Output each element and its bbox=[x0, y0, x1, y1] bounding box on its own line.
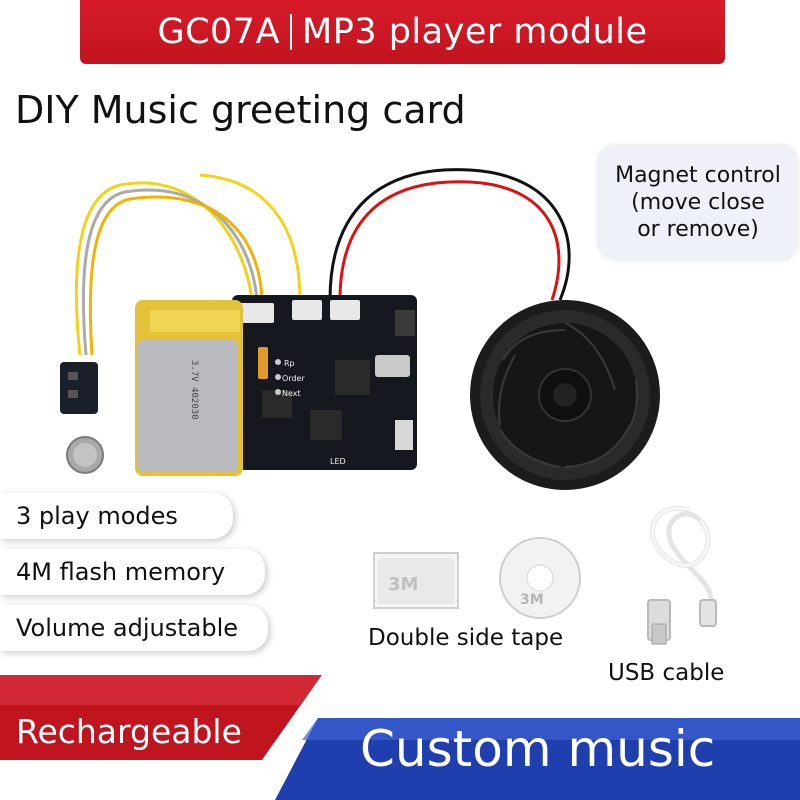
feature-flash-memory: 4M flash memory bbox=[0, 549, 265, 595]
rechargeable-label: Rechargeable bbox=[16, 712, 242, 751]
magnet-callout: Magnet control (move close or remove) bbox=[598, 145, 798, 260]
subtitle: DIY Music greeting card bbox=[15, 88, 466, 132]
magnet-line-1: Magnet control bbox=[615, 163, 781, 188]
title-banner: GC07A MP3 player module bbox=[80, 0, 725, 64]
usb-caption: USB cable bbox=[608, 660, 725, 686]
product-name: MP3 player module bbox=[302, 12, 648, 52]
magnet-callout-text: Magnet control (move close or remove) bbox=[603, 162, 793, 243]
feature-volume: Volume adjustable bbox=[0, 605, 268, 651]
usb-c-port bbox=[375, 355, 410, 377]
model-name: GC07A bbox=[157, 12, 281, 52]
magnet-line-2: (move close bbox=[631, 190, 765, 215]
battery-label: 3.7V 402030 bbox=[189, 360, 199, 420]
sensor-wires bbox=[74, 173, 302, 356]
usb-cable-icon bbox=[647, 505, 717, 645]
bottom-banners bbox=[0, 675, 800, 800]
magnet-sensor bbox=[60, 362, 104, 474]
round-tape-icon: 3M bbox=[499, 537, 581, 619]
tape-caption: Double side tape bbox=[368, 625, 564, 651]
pcb-label-next: Next bbox=[282, 389, 301, 398]
title-separator bbox=[290, 14, 293, 50]
speaker-wires bbox=[328, 168, 571, 301]
speaker bbox=[470, 300, 660, 490]
pcb-label-rp: Rp bbox=[284, 359, 295, 368]
custom-music-label: Custom music bbox=[360, 720, 716, 778]
pcb-label-led: LED bbox=[330, 457, 346, 466]
pcb-board: Rp Order Next LED bbox=[232, 295, 417, 470]
product-illustration: Rp Order Next LED 3.7V 402030 bbox=[60, 168, 717, 645]
square-tape-icon: 3M bbox=[373, 552, 459, 609]
tape-print-square: 3M bbox=[388, 574, 418, 595]
pcb-label-order: Order bbox=[282, 374, 305, 383]
feature-play-modes: 3 play modes bbox=[0, 493, 233, 539]
battery: 3.7V 402030 bbox=[135, 300, 243, 476]
magnet-line-3: or remove) bbox=[637, 217, 759, 242]
tape-print-round: 3M bbox=[520, 592, 544, 608]
